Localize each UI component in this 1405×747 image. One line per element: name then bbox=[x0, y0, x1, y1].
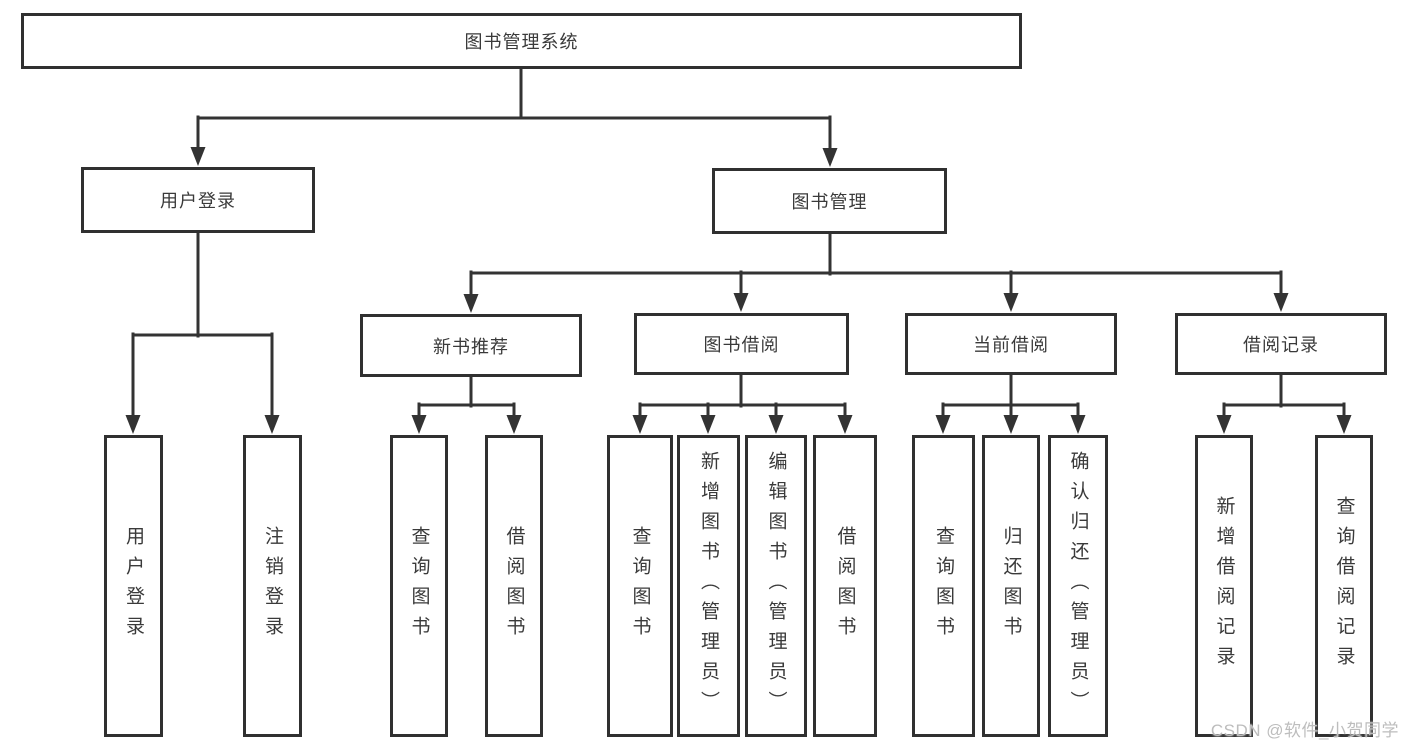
node-book-borrow: 图书借阅 bbox=[634, 313, 849, 375]
leaf-confirm-return-admin: 确认归还（管理员） bbox=[1048, 435, 1108, 737]
leaf-query-books-recommend: 查询图书 bbox=[390, 435, 448, 737]
node-user-login-label: 用户登录 bbox=[160, 191, 236, 211]
node-new-book-recommend: 新书推荐 bbox=[360, 314, 582, 377]
leaf-edit-book-admin-label: 编辑图书（管理员） bbox=[765, 451, 787, 721]
leaf-edit-book-admin: 编辑图书（管理员） bbox=[745, 435, 807, 737]
node-book-management-label: 图书管理 bbox=[791, 192, 868, 212]
leaf-query-books-recommend-label: 查询图书 bbox=[408, 526, 430, 646]
arrowheads bbox=[125, 147, 1352, 434]
node-current-borrow: 当前借阅 bbox=[905, 313, 1117, 375]
node-current-borrow-label: 当前借阅 bbox=[973, 335, 1049, 355]
leaf-logout: 注销登录 bbox=[243, 435, 302, 737]
leaf-return-book: 归还图书 bbox=[982, 435, 1040, 737]
leaf-query-books-current-label: 查询图书 bbox=[933, 526, 954, 646]
node-book-management: 图书管理 bbox=[712, 168, 947, 234]
node-root: 图书管理系统 bbox=[21, 13, 1022, 69]
leaf-user-login: 用户登录 bbox=[104, 435, 163, 737]
node-borrow-records-label: 借阅记录 bbox=[1243, 335, 1319, 355]
connector-new-book-split bbox=[417, 375, 516, 422]
leaf-borrow-books-recommend: 借阅图书 bbox=[485, 435, 543, 737]
connector-current-borrow-split bbox=[941, 373, 1080, 422]
leaf-query-books-borrow-label: 查询图书 bbox=[629, 526, 651, 646]
leaf-logout-label: 注销登录 bbox=[262, 526, 283, 646]
leaf-add-book-admin-label: 新增图书（管理员） bbox=[698, 451, 719, 721]
connector-borrow-record-split bbox=[1222, 373, 1346, 422]
leaf-add-borrow-record: 新增借阅记录 bbox=[1195, 435, 1253, 737]
connector-book-mgmt-split bbox=[469, 232, 1283, 300]
connector-user-login-split bbox=[131, 231, 274, 422]
leaf-query-borrow-record: 查询借阅记录 bbox=[1315, 435, 1373, 737]
connector-root-split bbox=[196, 67, 832, 154]
leaf-return-book-label: 归还图书 bbox=[1000, 526, 1022, 646]
node-root-label: 图书管理系统 bbox=[464, 32, 579, 52]
node-new-book-recommend-label: 新书推荐 bbox=[433, 336, 509, 357]
connector-book-borrow-split bbox=[638, 373, 847, 422]
leaf-add-book-admin: 新增图书（管理员） bbox=[677, 435, 740, 737]
node-user-login: 用户登录 bbox=[81, 167, 315, 233]
leaf-query-books-current: 查询图书 bbox=[912, 435, 975, 737]
watermark: CSDN @软件_小贺同学 bbox=[1210, 721, 1399, 740]
leaf-confirm-return-admin-label: 确认归还（管理员） bbox=[1067, 451, 1089, 721]
node-book-borrow-label: 图书借阅 bbox=[703, 335, 780, 355]
leaf-user-login-label: 用户登录 bbox=[123, 526, 144, 646]
leaf-query-books-borrow: 查询图书 bbox=[607, 435, 673, 737]
leaf-add-borrow-record-label: 新增借阅记录 bbox=[1213, 496, 1235, 676]
leaf-query-borrow-record-label: 查询借阅记录 bbox=[1333, 496, 1355, 676]
node-borrow-records: 借阅记录 bbox=[1175, 313, 1387, 375]
leaf-borrow-books-label: 借阅图书 bbox=[834, 526, 856, 646]
leaf-borrow-books: 借阅图书 bbox=[813, 435, 877, 737]
leaf-borrow-books-recommend-label: 借阅图书 bbox=[503, 526, 525, 646]
